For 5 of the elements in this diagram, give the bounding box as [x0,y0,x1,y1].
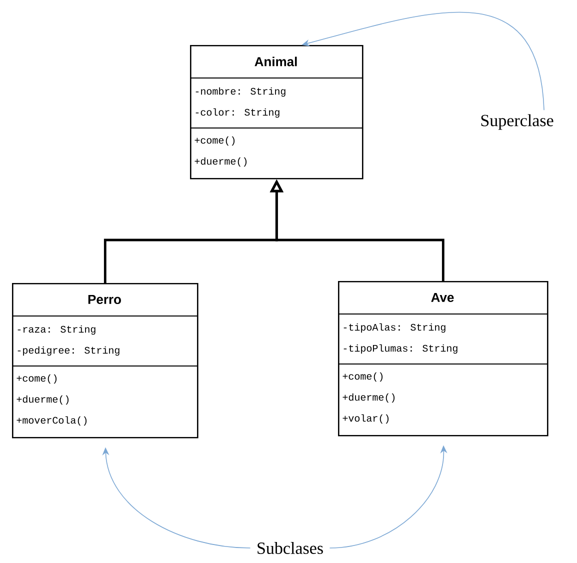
class-box: Perro -raza: String -pedigree: String +come() +duerme() +moverCola() [12,283,198,438]
callout-text: Superclase [481,114,554,130]
class-box: Ave -tipoAlas: String -tipoPlumas: String +come() +duerme() +volar() [338,281,548,436]
class-box: Animal -nombre: String -color: String +come() +duerme() [190,45,364,180]
callout-text: Subclases [258,542,323,554]
